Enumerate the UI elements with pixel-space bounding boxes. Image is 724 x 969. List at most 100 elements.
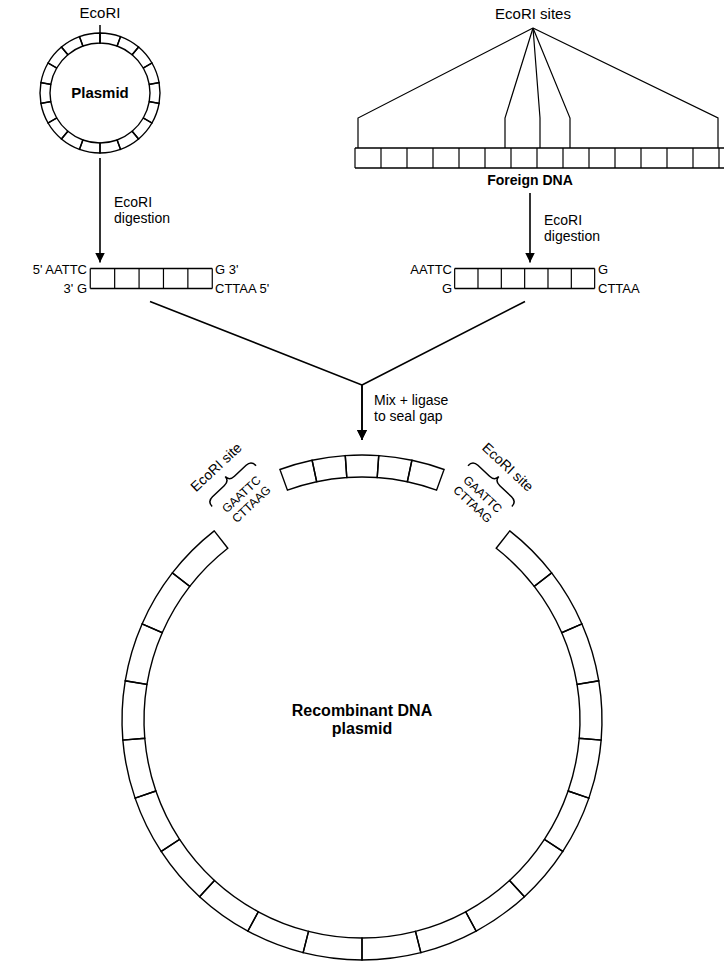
plasmid-name: Recombinant DNA plasmid [277, 702, 447, 739]
connector-arrow [99, 158, 101, 263]
dna-strand [90, 287, 212, 288]
base-pair-rung [718, 148, 719, 168]
plasmid-ring-segment [544, 791, 589, 851]
plasmid-ring-segment [248, 912, 309, 953]
inserted-dna-segment [377, 456, 412, 482]
base-pair-rung [478, 268, 479, 288]
sticky-end-sequence: CTTAA [598, 282, 640, 297]
plasmid-ring-segment [143, 63, 159, 84]
site-pointer-line [533, 28, 718, 148]
base-pair-rung [380, 148, 381, 168]
plasmid-ring-segment [172, 531, 227, 587]
plasmid-ring-segment [79, 33, 100, 46]
base-pair-rung [666, 148, 667, 168]
dna-strand [90, 267, 212, 268]
plasmid-ring-segment [61, 131, 82, 149]
base-pair-rung [571, 268, 572, 288]
base-pair-rung [211, 268, 212, 288]
sticky-end-sequence: G 3' [215, 263, 238, 278]
plasmid-ring-segment [142, 573, 190, 633]
edge-label: Mix + ligase to seal gap [372, 391, 460, 425]
base-pair-rung [536, 148, 537, 168]
inserted-dna-segment [280, 460, 317, 490]
base-pair-rung [484, 148, 485, 168]
foreign-dna-band: Foreign DNA [355, 146, 724, 190]
plasmid-ring-segment [41, 102, 57, 123]
base-pair-rung [524, 268, 525, 288]
site-pointer-line [358, 28, 533, 148]
connector-arrow [362, 301, 525, 440]
plasmid-ring-segment [562, 624, 599, 684]
dna-ladder [90, 268, 212, 288]
base-pair-rung [406, 148, 407, 168]
sticky-end-sequence: G [598, 263, 608, 278]
plasmid-ring-segment [135, 791, 180, 851]
base-pair-rung [594, 268, 595, 288]
cut-plasmid-fragment: 5' AATTC G 3' 3' G CTTAA 5' [33, 263, 270, 297]
edge-label: EcoRI digestion [112, 193, 172, 227]
site-pointer-line [533, 28, 540, 148]
plasmid-ring [40, 33, 160, 153]
base-pair-rung [114, 268, 115, 288]
site-label: EcoRI sites [495, 5, 571, 22]
connector-arrow [150, 301, 362, 440]
plasmid-ring-segment [510, 839, 563, 896]
dna-ladder [455, 268, 595, 288]
plasmid-ring-segment [568, 738, 601, 798]
base-pair-rung [89, 268, 90, 288]
base-pair-rung [640, 148, 641, 168]
base-pair-rung [354, 148, 355, 168]
base-pair-rung [692, 148, 693, 168]
plasmid-ring-segment [40, 83, 51, 104]
plasmid-ring-segment [303, 931, 362, 960]
recombinant-plasmid-circle-outline [120, 440, 604, 963]
base-pair-rung [588, 148, 589, 168]
recombinant-plasmid-circle: Recombinant DNA plasmid [120, 440, 604, 963]
plasmid-ring-segment [117, 131, 138, 149]
plasmid-ring-segment [122, 681, 147, 740]
base-pair-rung [187, 268, 188, 288]
edge-label: EcoRI digestion [542, 211, 602, 245]
sticky-end-sequence: CTTAA 5' [215, 282, 269, 297]
base-pair-rung [501, 268, 502, 288]
site-label: EcoRI [80, 4, 121, 21]
site-pointer-line [533, 28, 570, 148]
base-pair-rung [548, 268, 549, 288]
base-pair-rung [163, 268, 164, 288]
base-pair-rung [432, 148, 433, 168]
plasmid-circle: Plasmid [38, 31, 162, 155]
site-pointer-line [505, 28, 533, 148]
foreign-dna-fragment: AATTCGGCTTAA [410, 263, 639, 297]
site-label: EcoRI site [188, 439, 246, 494]
base-pair-rung [614, 148, 615, 168]
plasmid-ring-segment [125, 624, 162, 684]
base-pair-rung [510, 148, 511, 168]
plasmid-ring-segment [149, 83, 160, 104]
site-label: EcoRI site [479, 439, 537, 494]
sticky-end-sequence: 5' AATTC [33, 263, 87, 278]
plasmid-ring-segment [117, 37, 138, 55]
plasmid-name: Plasmid [71, 84, 129, 101]
plasmid-ring-segment [577, 681, 602, 740]
dna-strand [355, 147, 724, 148]
dna-name: Foreign DNA [487, 172, 573, 188]
sticky-end-sequence: 3' G [64, 282, 87, 297]
site-pointer-lines [358, 28, 718, 148]
dna-strand [355, 167, 724, 168]
plasmid-ring-segment [161, 839, 214, 896]
plasmid-ring-segment [415, 912, 476, 953]
plasmid-ring-segment [466, 880, 525, 931]
plasmid-ring-segment [362, 931, 421, 960]
inserted-dna-segment [407, 460, 444, 490]
dna-ladder [355, 148, 724, 168]
plasmid-ring [122, 531, 602, 960]
plasmid-ring-segment [534, 573, 582, 633]
base-pair-rung [454, 268, 455, 288]
plasmid-ring-segment [123, 738, 156, 798]
plasmid-ring-segment [496, 531, 551, 587]
inserted-dna-segment [345, 455, 378, 478]
base-pair-rung [562, 148, 563, 168]
plasmid-ring-segment [100, 140, 121, 153]
